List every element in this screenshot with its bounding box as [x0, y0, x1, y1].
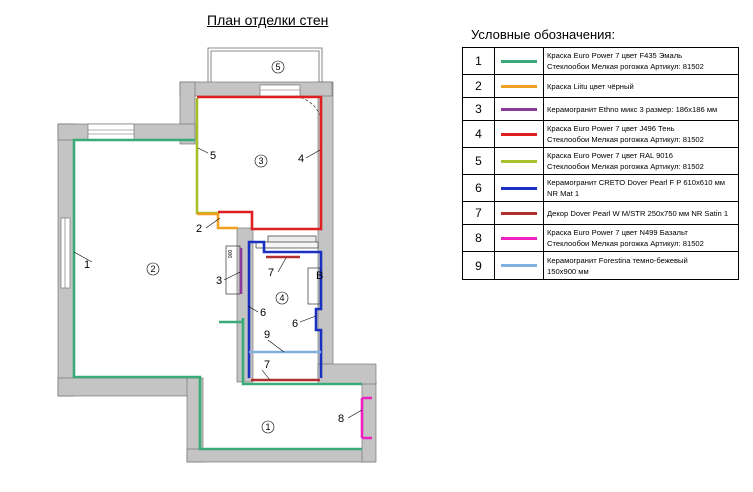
callout-7a: 7 — [268, 267, 274, 279]
callout-5: 5 — [210, 150, 216, 162]
callout-4: 4 — [298, 153, 304, 165]
legend-number: 4 — [462, 120, 495, 148]
finish-line-7 — [251, 255, 320, 382]
finish-lines — [72, 95, 372, 451]
callout-8: 8 — [338, 413, 344, 425]
legend-number: 7 — [462, 201, 495, 225]
legend-description-line: Керамогранит Forestina темно-бежевый — [547, 255, 688, 265]
finish-line-8 — [360, 396, 372, 440]
legend-description: Декор Dover Pearl W M/STR 250x750 мм NR … — [543, 201, 739, 225]
legend-description-line: Керамогранит Ethno микс 3 размер: 186x18… — [547, 104, 718, 114]
finish-line-1b — [241, 318, 362, 386]
callout-6a: 6 — [260, 307, 266, 319]
legend-line-swatch — [501, 211, 537, 215]
legend-line-swatch — [501, 59, 537, 63]
legend-description-line: Стеклообои Мелкая рогожка Артикул: 81502 — [547, 62, 704, 71]
legend-description: Керамогранит Ethno микс 3 размер: 186x18… — [543, 97, 739, 121]
finish-line-2 — [197, 212, 238, 230]
finish-line-1 — [72, 138, 362, 451]
legend-line-swatch — [501, 159, 537, 163]
room-numbers — [146, 60, 289, 434]
room-2: 2 — [150, 264, 155, 274]
legend-line-swatch — [501, 132, 537, 136]
legend-description-line: NR Mat 1 — [547, 189, 580, 198]
legend-description-line: Стеклообои Мелкая рогожка Артикул: 81502 — [547, 239, 704, 248]
legend-number: 1 — [462, 47, 495, 75]
callout-6b: 6 — [292, 318, 298, 330]
callout-1: 1 — [84, 259, 90, 271]
callout-7b: 7 — [264, 359, 270, 371]
legend-row: 2 Краска Liitu цвет чёрный — [462, 74, 739, 98]
legend-line-swatch — [501, 236, 537, 240]
legend-row: 3 Керамогранит Ethno микс 3 размер: 186x1… — [462, 97, 739, 121]
legend-description-line: Стеклообои Мелкая рогожка Артикул: 81502 — [547, 162, 704, 171]
legend-description-line: Стеклообои Мелкая рогожка Артикул: 81502 — [547, 135, 704, 144]
room-1: 1 — [265, 422, 270, 432]
legend-swatch-cell — [494, 97, 544, 121]
legend-number: 2 — [462, 74, 495, 98]
callout-2: 2 — [196, 223, 202, 235]
legend-swatch-cell — [494, 251, 544, 280]
legend-swatch-cell — [494, 174, 544, 202]
legend-number: 8 — [462, 224, 495, 252]
legend-description-line: Краска Liitu цвет чёрный — [547, 81, 634, 91]
callout-9: 9 — [264, 329, 270, 341]
dimension-note: 900 — [228, 249, 234, 258]
callout-3: 3 — [216, 275, 222, 287]
finish-line-6 — [247, 240, 323, 378]
floor-plan: 1 2 3 4 5 6 6 7 7 8 9 В 900 1 2 3 4 5 — [57, 47, 377, 463]
legend-swatch-cell — [494, 201, 544, 225]
legend-description: Керамогранит CRETO Dover Pearl F P 610x6… — [543, 174, 739, 202]
legend-swatch-cell — [494, 120, 544, 148]
plan-title: План отделки стен — [207, 12, 329, 28]
legend-description-line: 150x900 мм — [547, 266, 589, 276]
callout-labels: 1 2 3 4 5 6 6 7 7 8 9 В 900 — [84, 150, 344, 425]
side-letter: В — [316, 270, 323, 282]
legend-description-line: Краска Euro Power 7 цвет N499 Базальт — [547, 228, 688, 237]
room-5: 5 — [275, 62, 280, 72]
legend-description-line: Краска Euro Power 7 цвет RAL 9016 — [547, 151, 673, 160]
legend-number: 5 — [462, 147, 495, 175]
legend-description-line: Краска Euro Power 7 цвет F435 Эмаль — [547, 51, 683, 60]
legend-row: 7 Декор Dover Pearl W M/STR 250x750 мм NR… — [462, 201, 739, 225]
legend-description-line: Декор Dover Pearl W M/STR 250x750 мм NR … — [547, 208, 729, 218]
legend-row: 6 Керамогранит CRETO Dover Pearl F P 610x… — [462, 174, 739, 202]
legend-description-line: Краска Euro Power 7 цвет J496 Тень — [547, 124, 675, 133]
legend-swatch-cell — [494, 74, 544, 98]
legend-number: 6 — [462, 174, 495, 202]
legend-line-swatch — [501, 84, 537, 88]
legend-description-line: Керамогранит CRETO Dover Pearl F P 610x6… — [547, 178, 726, 187]
windows — [60, 84, 301, 289]
legend-swatch-cell — [494, 224, 544, 252]
callout-leaders — [73, 147, 363, 419]
legend-line-swatch — [501, 107, 537, 111]
legend-number: 3 — [462, 97, 495, 121]
room-3: 3 — [258, 156, 263, 166]
balcony — [207, 47, 323, 82]
finish-line-4 — [197, 95, 323, 231]
legend-title: Условные обозначения: — [471, 27, 616, 42]
legend-line-swatch — [501, 186, 537, 190]
legend-swatch-cell — [494, 147, 544, 175]
legend-number: 9 — [462, 251, 495, 280]
legend-line-swatch — [501, 264, 537, 267]
room-number-labels: 1 2 3 4 5 — [150, 62, 284, 432]
legend-description: Краска Liitu цвет чёрный — [543, 74, 739, 98]
legend-swatch-cell — [494, 47, 544, 75]
room-4: 4 — [279, 293, 284, 303]
